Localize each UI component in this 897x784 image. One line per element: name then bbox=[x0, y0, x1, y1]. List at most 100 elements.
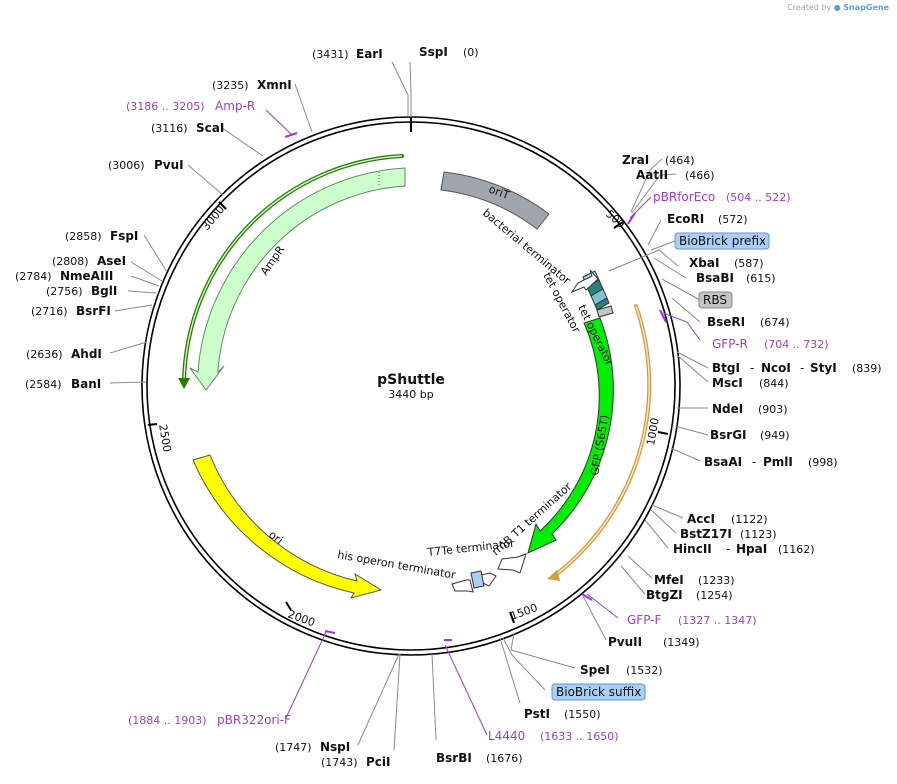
site-pos-eari: (3431) bbox=[312, 48, 349, 61]
primer-name-l4440: L4440 bbox=[488, 729, 525, 743]
rbs-label-box bbox=[698, 291, 733, 309]
site-pos-mfei: (1233) bbox=[698, 574, 735, 587]
site-pos-bgli: (2756) bbox=[46, 285, 83, 298]
site-pos-ndei: (903) bbox=[758, 403, 788, 416]
site-name-ahdi: AhdI bbox=[71, 347, 102, 361]
primer-labels: (3186 .. 3205) Amp-R pBRforEco (504 .. 5… bbox=[126, 99, 829, 743]
tick-500 bbox=[613, 221, 624, 229]
primer-range-pbr322ori-f: (1884 .. 1903) bbox=[128, 714, 207, 727]
site-pos-ahdi: (2636) bbox=[26, 348, 63, 361]
site-name-fspi: FspI bbox=[110, 229, 138, 243]
primer-range-pbrforeco: (504 .. 522) bbox=[726, 191, 791, 204]
site-name-ecori: EcoRI bbox=[667, 212, 704, 226]
biobrick-suffix-label: BioBrick suffix bbox=[556, 685, 641, 699]
site-name-bstz17i: BstZ17I bbox=[680, 527, 732, 541]
site-sep-bsaai-pmli: - bbox=[752, 455, 756, 469]
site-name-scai: ScaI bbox=[196, 121, 224, 135]
tick-1000 bbox=[657, 431, 669, 435]
gfp-orf-arc-inner bbox=[553, 305, 650, 577]
plasmid-length: 3440 bp bbox=[388, 388, 433, 401]
boxed-labels: BioBrick prefix RBS BioBrick suffix bbox=[551, 232, 770, 701]
site-pos-bsrbi: (1676) bbox=[486, 752, 523, 765]
primer-mark-pbrforeco bbox=[627, 212, 636, 225]
primer-name-gfp-f: GFP-F bbox=[627, 613, 662, 627]
site-name-ndei: NdeI bbox=[712, 402, 743, 416]
primer-range-amp-r: (3186 .. 3205) bbox=[126, 100, 205, 113]
site-name-pmli: PmlI bbox=[763, 455, 793, 469]
site-name-spei: SpeI bbox=[580, 663, 610, 677]
site-pos-bsrgi: (949) bbox=[760, 429, 790, 442]
tick-label-2500: 2500 bbox=[156, 423, 174, 453]
tick-label-1000: 1000 bbox=[644, 417, 662, 447]
biobrick-suffix-label-box bbox=[551, 683, 646, 701]
site-name-ncoi: NcoI bbox=[761, 361, 791, 375]
site-name-mfei: MfeI bbox=[654, 573, 684, 587]
site-name-hpai: HpaI bbox=[736, 542, 767, 556]
primer-range-gfp-f: (1327 .. 1347) bbox=[678, 614, 757, 627]
site-pos-psti: (1550) bbox=[564, 708, 601, 721]
rrnb-t1-terminator-arrow bbox=[497, 553, 527, 574]
site-name-styi: StyI bbox=[810, 361, 837, 375]
site-name-msci: MscI bbox=[712, 376, 743, 390]
site-name-bsrgi: BsrGI bbox=[710, 428, 747, 442]
primer-name-gfp-r: GFP-R bbox=[712, 337, 748, 351]
primer-mark-amp-r bbox=[284, 132, 298, 138]
tick-label-500: 500 bbox=[603, 207, 627, 230]
site-sep-btgi-ncoi: - bbox=[750, 361, 754, 375]
rbs-box bbox=[596, 305, 614, 318]
site-pos-nspi: (1747) bbox=[275, 741, 312, 754]
site-name-btgzi: BtgZI bbox=[646, 588, 683, 602]
site-pos-fspi: (2858) bbox=[65, 230, 102, 243]
position-ticks bbox=[147, 117, 669, 624]
site-name-xmni: XmnI bbox=[257, 78, 292, 92]
site-pos-aatii: (466) bbox=[685, 169, 715, 182]
site-pos-bstz17i: (1123) bbox=[740, 528, 777, 541]
site-pos-bseri: (674) bbox=[760, 316, 790, 329]
site-pos-xmni: (3235) bbox=[212, 79, 249, 92]
site-pos-ecori: (572) bbox=[718, 213, 748, 226]
site-name-bsrbi: BsrBI bbox=[436, 751, 472, 765]
primer-name-pbrforeco: pBRforEco bbox=[653, 190, 715, 204]
biobrick-suffix-box bbox=[470, 570, 485, 589]
site-name-bsrfi: BsrFI bbox=[76, 304, 111, 318]
biobrick-prefix-label-box bbox=[674, 232, 770, 250]
tick-2500 bbox=[147, 423, 158, 426]
site-sep-ncoi-styi: - bbox=[800, 361, 804, 375]
site-pos-sspi: (0) bbox=[463, 46, 479, 59]
primer-range-l4440: (1633 .. 1650) bbox=[540, 730, 619, 743]
site-name-bsabi: BsaBI bbox=[696, 271, 734, 285]
biobrick-prefix-label: BioBrick prefix bbox=[679, 234, 766, 248]
site-pos-bsabi: (615) bbox=[746, 272, 776, 285]
restriction-sites: (3431) EarI SspI (0) (3235) XmnI (3116) … bbox=[15, 45, 882, 769]
site-name-pcii: PciI bbox=[366, 755, 391, 769]
site-name-bani: BanI bbox=[71, 377, 101, 391]
ori-feature-arrow bbox=[192, 454, 383, 599]
site-pos-xbai: (587) bbox=[734, 257, 764, 270]
tick-1500 bbox=[509, 611, 515, 624]
site-pos-pcii: (1743) bbox=[321, 756, 358, 769]
site-name-eari: EarI bbox=[356, 47, 383, 61]
tick-3000 bbox=[218, 201, 227, 210]
credit-brand: SnapGene bbox=[843, 3, 889, 12]
site-pos-btgzi: (1254) bbox=[696, 589, 733, 602]
site-name-xbai: XbaI bbox=[689, 256, 719, 270]
site-pos-bsrfi: (2716) bbox=[31, 305, 68, 318]
site-pos-spei: (1532) bbox=[626, 664, 663, 677]
site-pos-acci: (1122) bbox=[731, 513, 768, 526]
ampr-orf-arc-inner bbox=[183, 155, 403, 385]
site-pos-hpai: (1162) bbox=[778, 543, 815, 556]
plasmid-name: pShuttle bbox=[377, 372, 445, 388]
site-pos-nmeaiii: (2784) bbox=[15, 270, 52, 283]
leader-lines bbox=[109, 61, 709, 751]
primer-marks bbox=[284, 132, 667, 641]
gfp-feature-arrow bbox=[527, 317, 614, 554]
primer-range-gfp-r: (704 .. 732) bbox=[764, 338, 829, 351]
primer-leader-lines bbox=[265, 109, 701, 736]
gfp-orf-arrowhead bbox=[547, 570, 560, 581]
his-operon-terminator-arrow bbox=[451, 579, 474, 593]
tet-operator-box-3 bbox=[594, 297, 610, 311]
site-pos-styi: (839) bbox=[852, 362, 882, 375]
site-name-hincii: HincII bbox=[673, 542, 712, 556]
